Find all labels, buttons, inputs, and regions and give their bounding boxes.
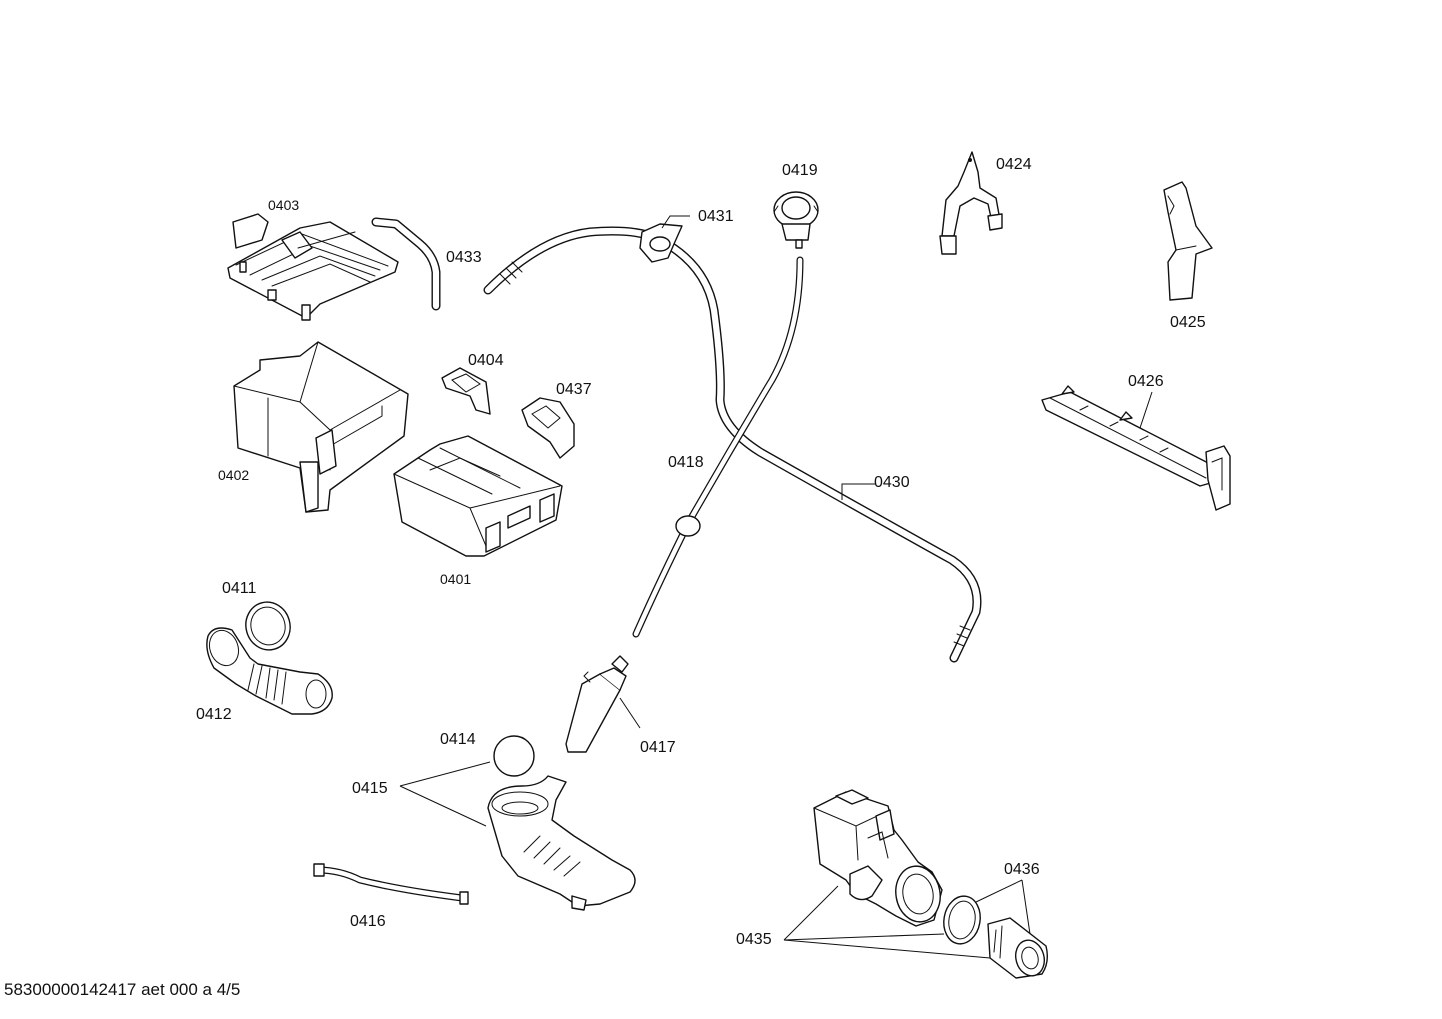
label-0436: 0436: [1004, 861, 1040, 878]
label-0424: 0424: [996, 156, 1032, 173]
label-0418: 0418: [668, 454, 704, 471]
part-0431-clip: [639, 223, 683, 263]
label-0431: 0431: [698, 208, 734, 225]
part-0414-ball: [493, 735, 535, 777]
part-0401-dispenser-drawer: [393, 435, 563, 557]
label-0437: 0437: [556, 381, 592, 398]
leader-lines: [399, 215, 1153, 959]
label-0412: 0412: [196, 706, 232, 723]
label-0426: 0426: [1128, 373, 1164, 390]
drawing-id-footer: 58300000142417 aet 000 a 4/5: [4, 980, 241, 999]
label-0415: 0415: [352, 780, 388, 797]
label-0433: 0433: [446, 249, 482, 266]
part-0425-support: [1163, 181, 1213, 301]
part-0403-drawer-cover: [227, 213, 399, 321]
label-0430: 0430: [874, 474, 910, 491]
part-0436-filter: [943, 895, 1049, 979]
part-0412-bellows-hose: [206, 627, 333, 715]
label-0419: 0419: [782, 162, 818, 179]
part-0418-pressure-tube: [632, 256, 804, 638]
part-0430-main-hose: [483, 226, 982, 663]
label-0401: 0401: [440, 571, 471, 587]
label-0435: 0435: [736, 931, 772, 948]
part-0415-sump-hose: [487, 775, 636, 911]
part-0416-hose: [313, 863, 469, 905]
label-0417: 0417: [640, 739, 676, 756]
label-0404: 0404: [468, 352, 504, 369]
label-0402: 0402: [218, 467, 249, 483]
part-0402-drawer-housing: [233, 341, 409, 513]
label-0416: 0416: [350, 913, 386, 930]
part-0426-rail: [1041, 385, 1231, 511]
part-0419-pressure-switch: [773, 191, 819, 249]
part-0424-bracket: [939, 151, 1003, 255]
label-0425: 0425: [1170, 314, 1206, 331]
label-0403: 0403: [268, 197, 299, 213]
part-0411-seal-ring: [245, 601, 291, 651]
part-0433-hose: [371, 217, 441, 311]
label-0414: 0414: [440, 731, 476, 748]
part-0404-insert: [441, 367, 491, 415]
part-0435-drain-pump: [813, 789, 943, 927]
part-0437-siphon-cap: [521, 397, 575, 459]
label-0411: 0411: [222, 580, 257, 597]
part-0417-sensor: [565, 655, 629, 753]
